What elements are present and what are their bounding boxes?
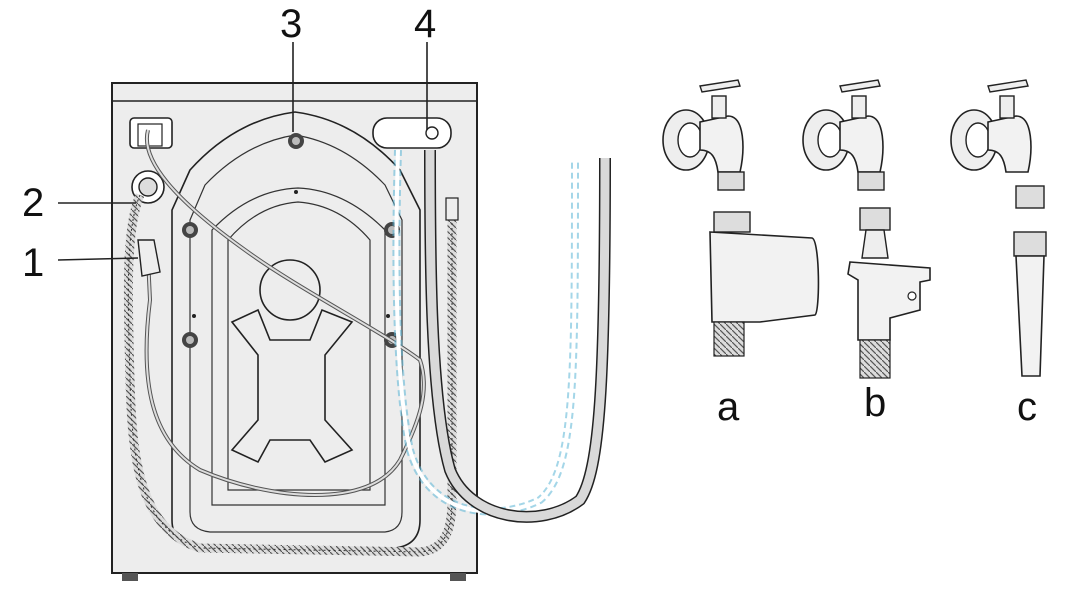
callout-3: 3	[280, 2, 302, 46]
callout-line-1	[57, 257, 139, 261]
hose-end-c	[1013, 231, 1047, 377]
option-label-c: c	[1017, 385, 1037, 429]
tap-a	[662, 79, 745, 191]
inlet-hose-connector	[445, 197, 459, 221]
quick-connector-a	[709, 211, 820, 357]
callout-4: 4	[414, 2, 436, 46]
callout-2: 2	[22, 181, 44, 225]
machine-cabinet	[111, 82, 478, 574]
machine-foot-left	[122, 573, 138, 581]
option-label-b: b	[864, 381, 886, 425]
tap-option-c: c	[950, 79, 1047, 429]
quick-connector-b	[847, 207, 931, 379]
machine-foot-right	[450, 573, 466, 581]
tap-c	[950, 79, 1045, 209]
tap-option-b: b	[802, 79, 931, 425]
callout-1: 1	[22, 241, 44, 285]
power-plug	[137, 239, 161, 277]
tap-option-a: a	[662, 79, 820, 429]
drum-center-circle	[259, 259, 321, 321]
drum-cross-shape	[230, 308, 354, 464]
top-hose-bracket	[372, 117, 452, 149]
tap-b	[802, 79, 885, 191]
option-label-a: a	[717, 385, 740, 429]
washing-machine-rear: 1 2 3 4	[22, 2, 611, 581]
